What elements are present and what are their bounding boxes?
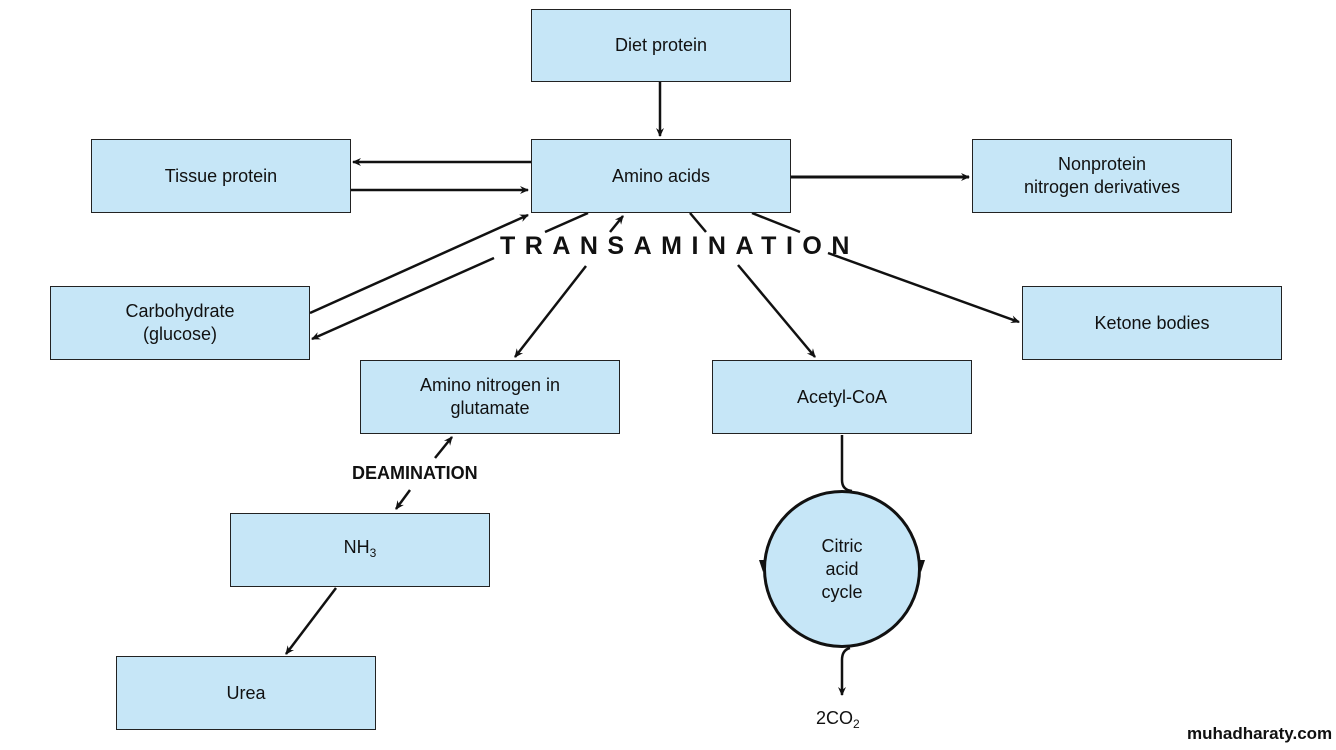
node-tissue-protein: Tissue protein — [91, 139, 351, 213]
arrow-amino-to-ketone-b — [827, 251, 1020, 324]
node-carbohydrate-label-line1: Carbohydrate — [125, 301, 235, 321]
node-diet-protein: Diet protein — [531, 9, 791, 82]
arrow-acetyl-to-cycle — [840, 435, 853, 493]
arrow-glutamate-to-nh3 — [394, 489, 412, 510]
node-carbohydrate: Carbohydrate (glucose) — [50, 286, 310, 360]
node-ketone-bodies: Ketone bodies — [1022, 286, 1282, 360]
node-co2: 2CO2 — [816, 708, 860, 731]
node-nonprotein-label-line1: Nonprotein — [1057, 154, 1147, 174]
node-amino-nitrogen-glutamate: Amino nitrogen in glutamate — [360, 360, 620, 434]
node-acetyl-coa: Acetyl-CoA — [712, 360, 972, 434]
node-amino-acids: Amino acids — [531, 139, 791, 213]
node-glutamate-label-line2: glutamate — [450, 398, 530, 418]
arrow-amino-to-acetyl-a — [689, 212, 707, 233]
node-nh3-label: NH3 — [344, 536, 377, 565]
arrow-amino-to-carb-a — [544, 211, 589, 234]
co2-base: 2CO — [816, 708, 854, 728]
transamination-label: TRANSAMINATION — [500, 232, 859, 260]
arrow-nh3-to-glutamate — [434, 436, 453, 459]
node-nh3: NH3 — [230, 513, 490, 587]
node-carbohydrate-label-line2: (glucose) — [142, 324, 217, 344]
node-diet-protein-label: Diet protein — [614, 35, 708, 55]
nh3-subscript: 3 — [369, 545, 377, 560]
arrow-cycle-to-co2 — [838, 646, 851, 696]
watermark: muhadharaty.com — [1187, 724, 1333, 743]
citric-label-line2: acid — [825, 558, 859, 579]
deamination-label: DEAMINATION — [352, 463, 478, 483]
co2-subscript: 2 — [853, 717, 860, 731]
arrow-amino-to-glutamate — [514, 265, 587, 358]
node-acetyl-coa-label: Acetyl-CoA — [796, 386, 888, 407]
node-tissue-protein-label: Tissue protein — [164, 165, 278, 186]
nh3-base: NH — [343, 536, 370, 557]
node-citric-acid-cycle: Citric acid cycle — [763, 490, 921, 648]
arrow-amino-to-ketone-a — [751, 211, 801, 234]
arrow-nh3-to-urea — [285, 587, 337, 655]
node-glutamate-label-line1: Amino nitrogen in — [419, 375, 561, 395]
arrow-carb-to-amino — [309, 213, 529, 315]
citric-label-line1: Citric — [821, 535, 863, 556]
node-amino-acids-label: Amino acids — [611, 165, 711, 186]
arrow-amino-to-carb-b — [311, 256, 495, 341]
citric-label-line3: cycle — [821, 581, 863, 602]
arrow-amino-to-acetyl-b — [737, 264, 816, 358]
arrow-glutamate-to-amino — [609, 215, 624, 233]
node-nonprotein-label-line2: nitrogen derivatives — [1023, 177, 1181, 197]
node-urea-label: Urea — [226, 682, 266, 703]
node-nonprotein-nitrogen: Nonprotein nitrogen derivatives — [972, 139, 1232, 213]
node-urea: Urea — [116, 656, 376, 730]
node-ketone-bodies-label: Ketone bodies — [1094, 312, 1210, 333]
